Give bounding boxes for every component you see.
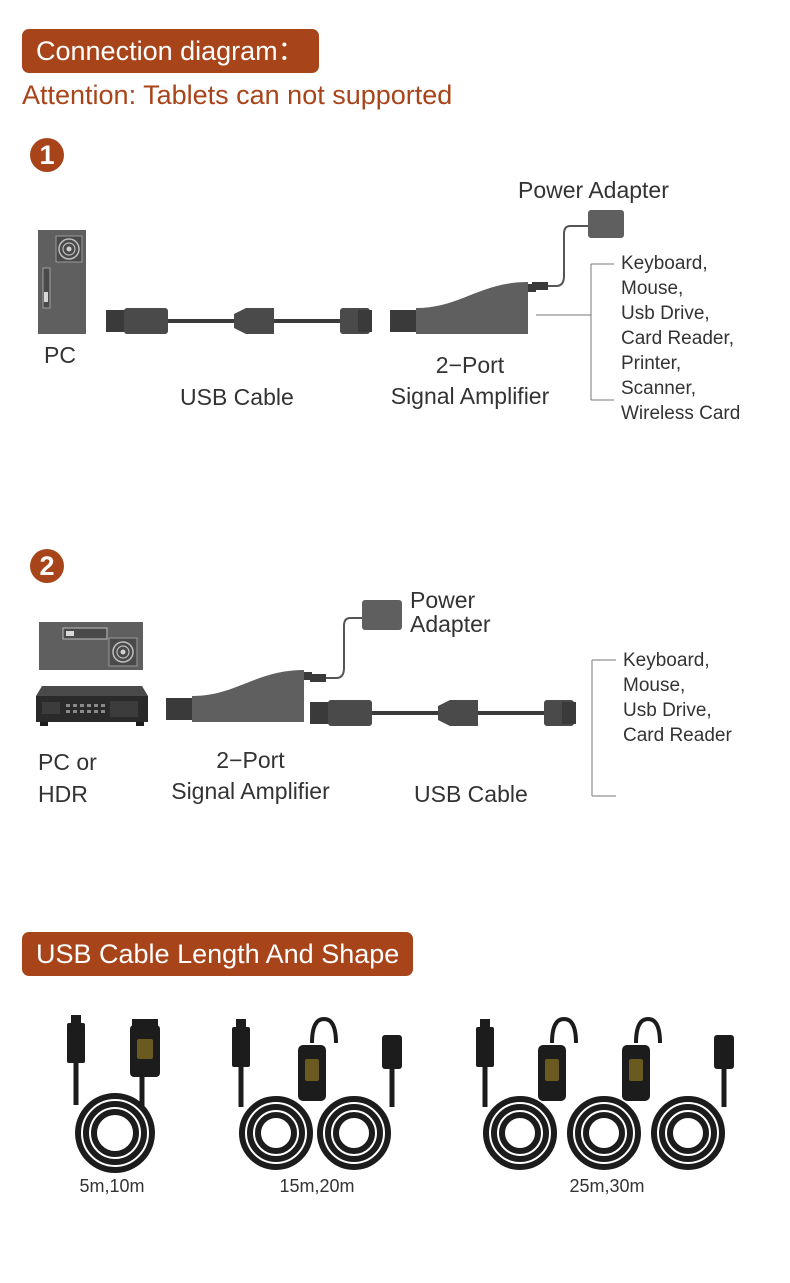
signal-amplifier-2-icon bbox=[166, 670, 312, 722]
device-1-keyboard: Keyboard, bbox=[621, 253, 708, 274]
pc-or-hdr-line2: HDR bbox=[38, 781, 88, 807]
cable-length-banner: USB Cable Length And Shape bbox=[22, 932, 414, 976]
step-1-badge: 1 bbox=[30, 138, 64, 172]
amplifier-1-label: 2−Port Signal Amplifier bbox=[380, 351, 560, 410]
power-adapter-2-icon bbox=[310, 600, 402, 682]
amplifier-1-label-line1: 2−Port bbox=[435, 352, 505, 378]
power-adapter-2-line1: Power bbox=[410, 587, 476, 613]
pc-tower-icon bbox=[38, 230, 86, 334]
device-1-scanner: Scanner, bbox=[621, 378, 696, 399]
amplifier-2-label-line1: 2−Port bbox=[216, 747, 285, 773]
amplifier-1-label-line2: Signal Amplifier bbox=[390, 383, 550, 409]
usb-cable-2-label: USB Cable bbox=[414, 781, 528, 807]
device-2-mouse: Mouse, bbox=[623, 675, 686, 696]
device-2-keyboard: Keyboard, bbox=[623, 650, 710, 671]
attention-text: Tablets can not supported bbox=[136, 80, 453, 110]
pc-label: PC bbox=[44, 342, 76, 368]
power-adapter-2-label: Power Adapter bbox=[410, 588, 491, 636]
device-1-printer: Printer, bbox=[621, 353, 682, 374]
cable-shape-5m-icon bbox=[67, 1015, 160, 1173]
amplifier-2-label: 2−Port Signal Amplifier bbox=[158, 746, 343, 805]
signal-amplifier-1-icon bbox=[390, 282, 536, 334]
device-bracket-1 bbox=[536, 263, 614, 401]
cable-length-title: USB Cable Length And Shape bbox=[36, 939, 400, 969]
hdr-recorder-icon bbox=[36, 686, 148, 726]
device-list-2: Keyboard, Mouse, Usb Drive, Card Reader bbox=[623, 648, 732, 748]
desktop-pc-icon bbox=[39, 622, 143, 670]
usb-cable-1-icon bbox=[106, 308, 372, 334]
device-1-wireless-card: Wireless Card bbox=[621, 403, 741, 424]
pc-or-hdr-label: PC or HDR bbox=[38, 746, 97, 810]
cable-shape-15m-icon bbox=[232, 1016, 402, 1170]
device-2-card-reader: Card Reader bbox=[623, 725, 732, 746]
power-adapter-1-icon bbox=[532, 210, 624, 290]
device-1-mouse: Mouse, bbox=[621, 278, 684, 299]
connection-diagram-banner: Connection diagram： bbox=[22, 29, 319, 73]
power-adapter-2-line2: Adapter bbox=[410, 611, 491, 637]
connection-diagram-title: Connection diagram： bbox=[36, 36, 305, 66]
device-2-usb-drive: Usb Drive, bbox=[623, 700, 712, 721]
amplifier-2-label-line2: Signal Amplifier bbox=[171, 778, 330, 804]
device-bracket-2 bbox=[591, 659, 616, 797]
device-1-card-reader: Card Reader, bbox=[621, 328, 735, 349]
device-1-usb-drive: Usb Drive, bbox=[621, 303, 710, 324]
cable-length-15m-20m-label: 15m,20m bbox=[279, 1176, 355, 1196]
cable-shape-25m-icon bbox=[476, 1016, 734, 1170]
power-adapter-1-label: Power Adapter bbox=[518, 177, 669, 203]
cable-length-25m-30m-label: 25m,30m bbox=[569, 1176, 645, 1196]
attention-note: Attention: Tablets can not supported bbox=[22, 80, 452, 111]
attention-label: Attention: bbox=[22, 80, 137, 110]
device-list-1: Keyboard, Mouse, Usb Drive, Card Reader,… bbox=[621, 251, 740, 426]
pc-or-hdr-line1: PC or bbox=[38, 749, 97, 775]
cable-length-5m-10m-label: 5m,10m bbox=[79, 1176, 145, 1196]
step-2-badge: 2 bbox=[30, 549, 64, 583]
usb-cable-1-label: USB Cable bbox=[180, 384, 294, 410]
usb-cable-2-icon bbox=[310, 700, 576, 726]
